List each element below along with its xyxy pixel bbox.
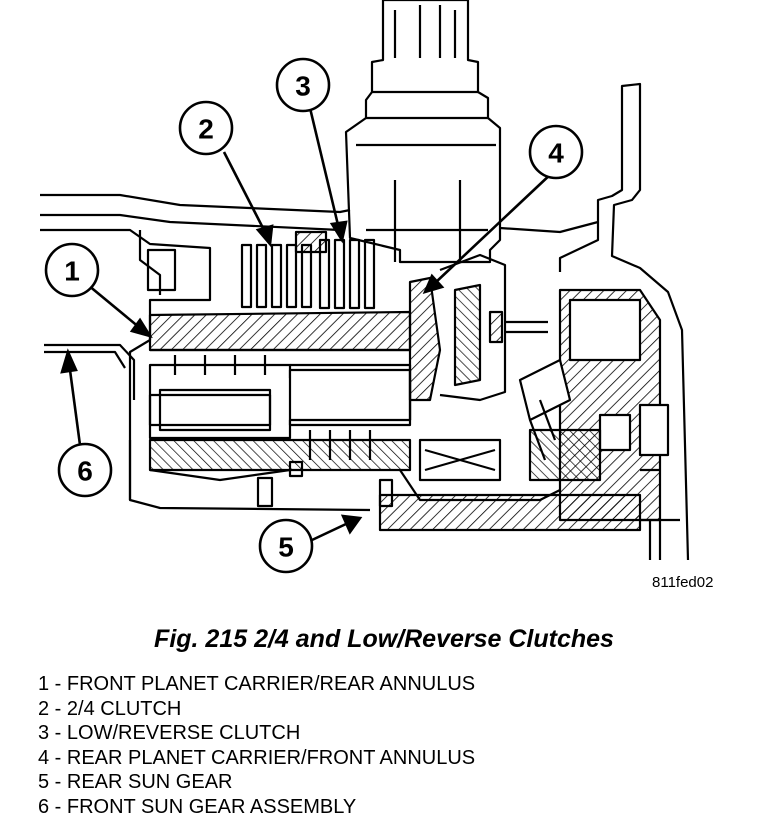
callout-6-number: 6	[77, 456, 93, 487]
figure-caption: Fig. 215 2/4 and Low/Reverse Clutches	[154, 625, 614, 653]
callout-4-number: 4	[548, 138, 564, 169]
legend-list: 1 - FRONT PLANET CARRIER/REAR ANNULUS 2 …	[38, 672, 475, 820]
case-housing	[40, 82, 690, 561]
drawing-code: 811fed02	[652, 574, 714, 591]
legend-item: 1 - FRONT PLANET CARRIER/REAR ANNULUS	[38, 673, 476, 695]
callout-3-circle	[275, 57, 331, 113]
legend-item: 3 - LOW/REVERSE CLUTCH	[38, 722, 301, 745]
callout-1-circle	[44, 242, 100, 298]
callout-5-number: 5	[278, 532, 294, 563]
callout-6-circle	[57, 442, 113, 498]
legend-item: 4 - REAR PLANET CARRIER/FRONT ANNULUS	[38, 746, 476, 769]
clutch-pack-low-reverse	[318, 238, 376, 310]
sensor-connector	[344, 0, 502, 264]
legend-item: 6 - FRONT SUN GEAR ASSEMBLY	[38, 795, 357, 818]
legend-item: 2 - 2/4 CLUTCH	[38, 697, 182, 720]
transmission-cutaway-diagram: 1 2 3 4 5 6	[40, 0, 690, 574]
callout-2-circle	[178, 100, 234, 156]
callout-1-number: 1	[64, 256, 80, 287]
callout-5-circle	[258, 518, 314, 574]
callout-4-circle	[528, 124, 584, 180]
callout-2-number: 2	[198, 114, 214, 145]
rear-planet-carrier	[408, 276, 442, 402]
callout-3-number: 3	[295, 71, 311, 102]
clutch-pack-2-4	[240, 230, 328, 309]
legend-item: 5 - REAR SUN GEAR	[38, 771, 233, 794]
